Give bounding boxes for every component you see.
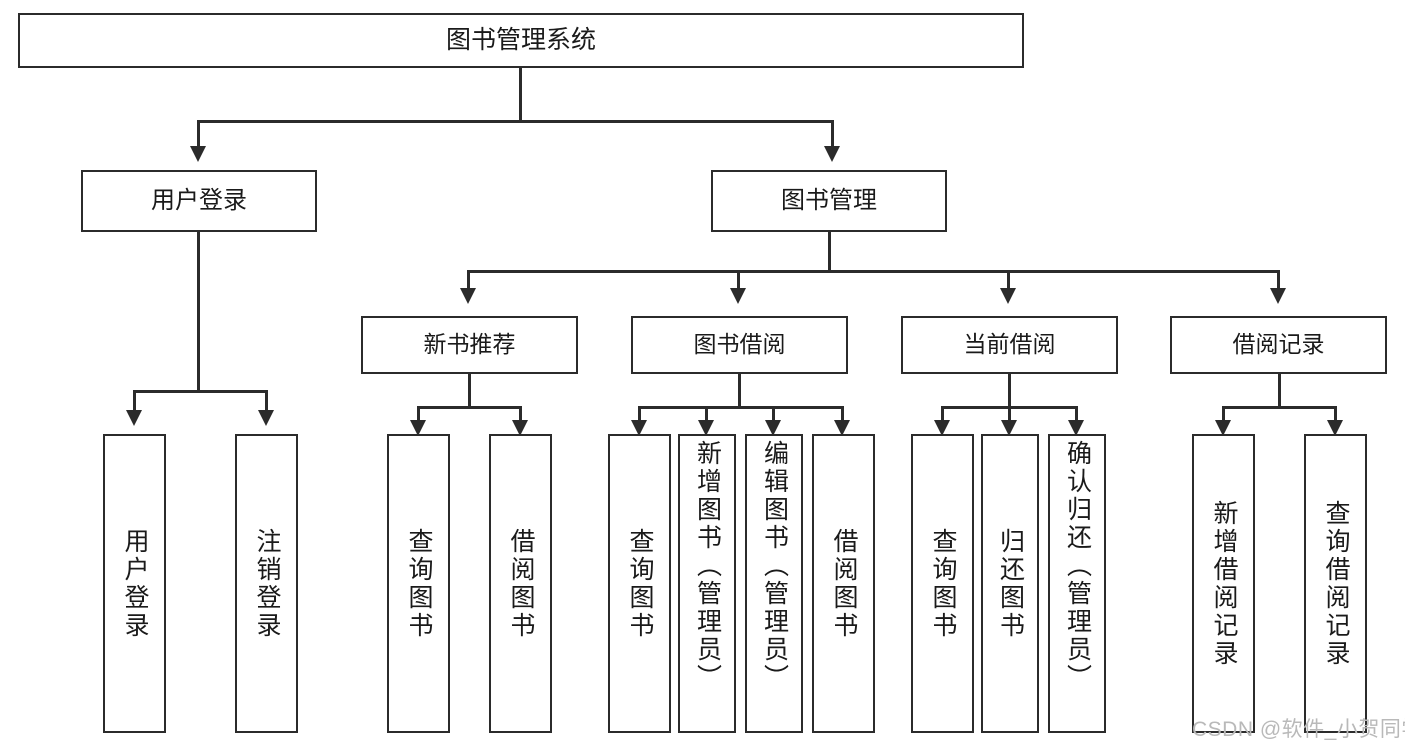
arrow-bb-to-leaf-1 — [631, 420, 647, 436]
leaf-label: 编辑图书（管理员） — [760, 440, 789, 692]
connector-user-login-to-leaf-2 — [265, 390, 268, 412]
connector-book-management-stem — [828, 232, 831, 270]
arrow-cb-to-leaf-3 — [1068, 420, 1084, 436]
node-book-borrow[interactable]: 图书借阅 — [631, 316, 848, 374]
connector-new-book-stem — [468, 374, 471, 406]
arrow-bm-to-borrow-record — [1270, 288, 1286, 304]
leaf-new-book-borrow-book[interactable]: 借阅图书 — [489, 434, 552, 733]
leaf-label: 借阅图书 — [507, 527, 535, 640]
leaf-label: 查询图书 — [405, 527, 433, 640]
connector-cb-to-leaf-3 — [1075, 406, 1078, 422]
leaf-current-borrow-confirm-return-admin[interactable]: 确认归还（管理员） — [1048, 434, 1106, 733]
connector-cb-to-leaf-2 — [1008, 406, 1011, 422]
arrow-bb-to-leaf-3 — [765, 420, 781, 436]
leaf-current-borrow-return-book[interactable]: 归还图书 — [981, 434, 1039, 733]
connector-nb-to-leaf-1 — [417, 406, 420, 422]
leaf-label: 查询图书 — [929, 527, 957, 640]
leaf-borrow-record-add-record[interactable]: 新增借阅记录 — [1192, 434, 1255, 733]
connector-borrow-record-bus — [1222, 406, 1337, 409]
arrow-cb-to-leaf-1 — [934, 420, 950, 436]
leaf-label: 确认归还（管理员） — [1063, 440, 1092, 692]
connector-borrow-record-stem — [1278, 374, 1281, 406]
leaf-user-login-login[interactable]: 用户登录 — [103, 434, 166, 733]
arrow-bm-to-current-borrow — [1000, 288, 1016, 304]
arrow-root-to-user-login — [190, 146, 206, 162]
connector-current-borrow-stem — [1008, 374, 1011, 406]
connector-bb-to-leaf-3 — [772, 406, 775, 422]
leaf-current-borrow-query-book[interactable]: 查询图书 — [911, 434, 974, 733]
connector-root-to-user-login — [197, 120, 200, 148]
node-label: 图书管理 — [781, 186, 877, 214]
leaf-book-borrow-add-book-admin[interactable]: 新增图书（管理员） — [678, 434, 736, 733]
connector-nb-to-leaf-2 — [519, 406, 522, 422]
leaf-book-borrow-edit-book-admin[interactable]: 编辑图书（管理员） — [745, 434, 803, 733]
node-label: 借阅记录 — [1232, 331, 1325, 358]
node-label: 图书借阅 — [693, 331, 786, 358]
node-label: 用户登录 — [151, 186, 247, 214]
leaf-label: 注销登录 — [253, 527, 281, 640]
arrow-root-to-book-management — [824, 146, 840, 162]
leaf-label: 归还图书 — [996, 527, 1025, 640]
arrow-nb-to-leaf-2 — [512, 420, 528, 436]
arrow-br-to-leaf-1 — [1215, 420, 1231, 436]
arrow-user-login-to-leaf-1 — [126, 410, 142, 426]
arrow-bb-to-leaf-2 — [698, 420, 714, 436]
connector-cb-to-leaf-1 — [941, 406, 944, 422]
leaf-label: 新增借阅记录 — [1210, 499, 1238, 668]
leaf-label: 查询图书 — [626, 527, 654, 640]
connector-book-borrow-bus — [638, 406, 843, 409]
node-book-management[interactable]: 图书管理 — [711, 170, 947, 232]
connector-bm-to-book-borrow — [737, 270, 740, 290]
leaf-label: 用户登录 — [121, 527, 149, 640]
node-borrow-record[interactable]: 借阅记录 — [1170, 316, 1387, 374]
node-user-login[interactable]: 用户登录 — [81, 170, 317, 232]
connector-new-book-bus — [417, 406, 522, 409]
arrow-bb-to-leaf-4 — [834, 420, 850, 436]
connector-bb-to-leaf-1 — [638, 406, 641, 422]
connector-user-login-bus — [133, 390, 267, 393]
connector-br-to-leaf-2 — [1334, 406, 1337, 422]
arrow-br-to-leaf-2 — [1327, 420, 1343, 436]
arrow-nb-to-leaf-1 — [410, 420, 426, 436]
connector-book-management-bus — [467, 270, 1280, 273]
connector-root-bus — [197, 120, 834, 123]
connector-root-to-book-management — [831, 120, 834, 148]
leaf-label: 查询借阅记录 — [1322, 499, 1350, 668]
leaf-label: 借阅图书 — [830, 527, 858, 640]
node-label: 新书推荐 — [423, 331, 516, 358]
node-root-book-management-system[interactable]: 图书管理系统 — [18, 13, 1024, 68]
connector-root-stem — [519, 68, 522, 120]
node-label: 图书管理系统 — [445, 25, 596, 54]
leaf-book-borrow-query-book[interactable]: 查询图书 — [608, 434, 671, 733]
connector-bm-to-borrow-record — [1277, 270, 1280, 290]
node-label: 当前借阅 — [963, 331, 1056, 358]
arrow-bm-to-book-borrow — [730, 288, 746, 304]
leaf-book-borrow-borrow-book[interactable]: 借阅图书 — [812, 434, 875, 733]
connector-bb-to-leaf-4 — [841, 406, 844, 422]
node-new-book-recommend[interactable]: 新书推荐 — [361, 316, 578, 374]
node-current-borrow[interactable]: 当前借阅 — [901, 316, 1118, 374]
leaf-label: 新增图书（管理员） — [693, 440, 722, 692]
connector-user-login-to-leaf-1 — [133, 390, 136, 412]
leaf-borrow-record-query-record[interactable]: 查询借阅记录 — [1304, 434, 1367, 733]
connector-br-to-leaf-1 — [1222, 406, 1225, 422]
connector-bb-to-leaf-2 — [705, 406, 708, 422]
arrow-bm-to-new-book — [460, 288, 476, 304]
arrow-cb-to-leaf-2 — [1001, 420, 1017, 436]
arrow-user-login-to-leaf-2 — [258, 410, 274, 426]
connector-bm-to-new-book — [467, 270, 470, 290]
connector-bm-to-current-borrow — [1007, 270, 1010, 290]
leaf-new-book-query-book[interactable]: 查询图书 — [387, 434, 450, 733]
leaf-user-login-logout[interactable]: 注销登录 — [235, 434, 298, 733]
connector-book-borrow-stem — [738, 374, 741, 406]
connector-user-login-stem — [197, 232, 200, 390]
